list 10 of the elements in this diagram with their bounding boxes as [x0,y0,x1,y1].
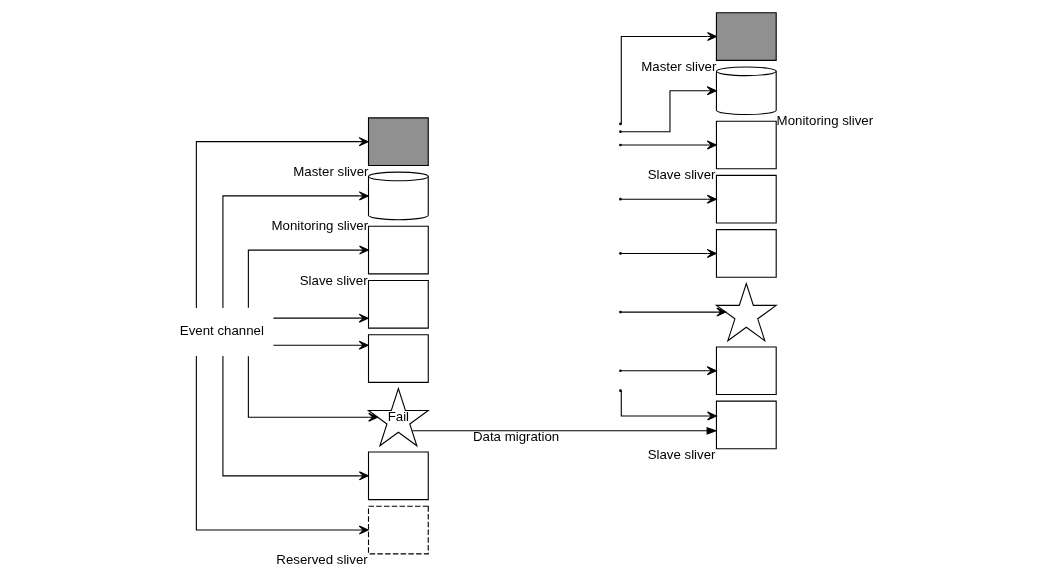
node-label: Slave sliver [647,447,716,463]
node-text: Event channel [179,323,264,339]
node-label: Monitoring sliver [776,113,874,129]
node-label: Monitoring sliver [271,218,369,234]
node-label: Master sliver [641,58,717,74]
node-label: Master sliver [293,164,369,180]
node-label: Reserved sliver [276,552,368,568]
node-label: Slave sliver [299,272,368,288]
edge-label: Data migration [472,429,560,445]
node-label: Slave sliver [647,167,716,183]
